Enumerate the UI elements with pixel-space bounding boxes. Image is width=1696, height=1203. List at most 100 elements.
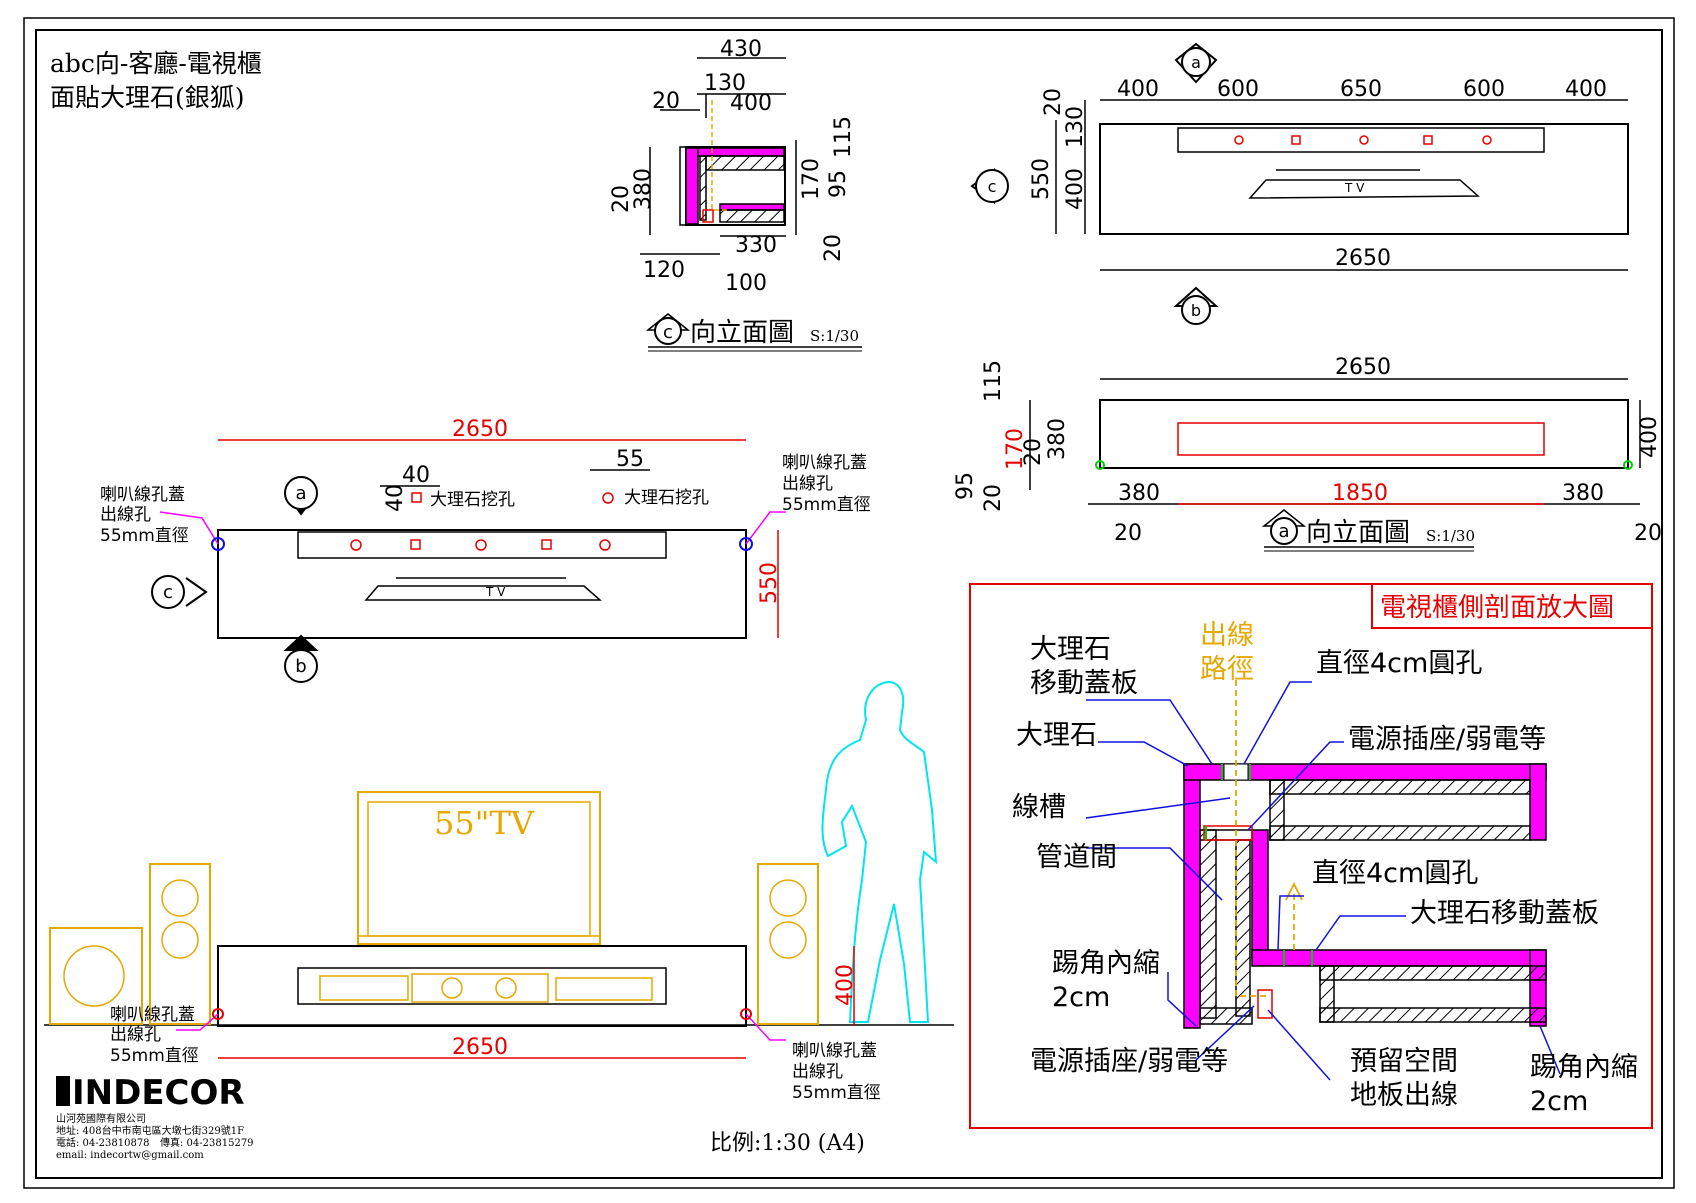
label-kick-right-2: 2cm — [1530, 1086, 1588, 1117]
label-kick-right-1: 踢角內縮 — [1530, 1052, 1638, 1083]
view-a-green-right — [1623, 460, 1633, 470]
logo-mark-icon — [56, 1076, 70, 1106]
dim-a-380b: 380 — [1562, 481, 1604, 506]
label-marble-cover-1: 大理石 — [1030, 634, 1111, 665]
speaker-right-woofer-1 — [769, 879, 807, 917]
company-email: email: indecortw@gmail.com — [56, 1150, 204, 1161]
plan-mark-bottom: b — [295, 656, 306, 677]
section-red-socket-top — [1203, 825, 1253, 841]
view-c-title-text: 向立面圖 — [690, 318, 794, 348]
label-groove: 線槽 — [1012, 792, 1066, 823]
section-wire-label-1: 出線 — [1200, 620, 1254, 651]
section-wire-arrow-icon — [1285, 881, 1303, 901]
leader-hole-top — [1243, 681, 1312, 765]
view-c-elevation — [640, 57, 797, 255]
label-reserve-1: 預留空間 — [1350, 1046, 1458, 1077]
plan-leader-right — [745, 511, 786, 545]
dim-a-2650: 2650 — [1335, 355, 1391, 380]
view-b-mark-left: c — [988, 177, 997, 196]
plan-tv-shape — [364, 585, 602, 601]
view-b-mark-bottom-circle-icon — [1181, 295, 1211, 325]
dim-20-top: 20 — [652, 89, 680, 114]
plan-mark-left: c — [163, 582, 173, 603]
elevation-speaker-right-2: 出線孔 — [792, 1062, 843, 1082]
plan-mark-left-circle-icon — [151, 575, 185, 609]
elevation-cabinet — [217, 945, 747, 1027]
plan-leader-left — [159, 511, 219, 545]
tv-frame — [357, 791, 601, 945]
plan-marks — [151, 476, 319, 683]
company-phone: 電話: 04-23810878 — [56, 1136, 150, 1149]
leader-reserve — [1267, 1009, 1331, 1081]
speaker-right — [757, 863, 819, 1025]
label-kick-left-1: 踢角內縮 — [1052, 948, 1160, 979]
av-player — [555, 977, 653, 1001]
plan-hole-legend-circle — [602, 492, 614, 504]
av-amp — [319, 975, 409, 1001]
plan-speaker-hole-left — [211, 537, 225, 551]
plan-mark-bottom-circle-icon — [284, 649, 318, 683]
dim-b-650: 650 — [1340, 77, 1382, 102]
dim-a-115: 115 — [981, 360, 1006, 402]
view-b-mark-left-circle-icon — [975, 169, 1009, 203]
view-a-title-mark: a — [1278, 521, 1289, 542]
leader-socket-bottom — [1195, 1005, 1255, 1061]
company-name: 山河苑國際有限公司 — [56, 1112, 146, 1125]
dim-b-400v: 400 — [1063, 168, 1088, 210]
elevation-speaker-left-1: 喇叭線孔蓋 — [110, 1005, 195, 1025]
plan-dim-2650: 2650 — [452, 417, 508, 442]
leader-kick-left — [1167, 972, 1197, 1027]
section-marble-inner — [1251, 829, 1269, 959]
dim-20-right: 20 — [821, 234, 846, 262]
section-hatch-top2 — [1269, 825, 1531, 841]
title-block: abc向-客廳-電視櫃 面貼大理石(銀狐) — [50, 49, 262, 112]
subwoofer-cone — [63, 945, 125, 1007]
view-c-title-mark: c — [663, 322, 673, 343]
dim-a-20b: 20 — [981, 484, 1006, 512]
plan-dim-40h: 40 — [402, 463, 430, 488]
view-a-cabinet — [1099, 399, 1629, 469]
plan-hole-legend-square — [411, 492, 422, 503]
view-a-green-left — [1095, 460, 1105, 470]
view-b-marks — [970, 42, 1219, 325]
view-b-tv-label: T V — [1344, 181, 1365, 195]
leader-hole-mid — [1277, 895, 1304, 951]
dim-a-400: 400 — [1637, 416, 1662, 458]
plan-mark-letters: a c b — [163, 483, 307, 677]
company-address: 地址: 408台中市南屯區大墩七街329號1F — [56, 1124, 244, 1137]
elevation-cabinet-opening — [297, 967, 667, 1005]
view-c-title: c 向立面圖 S:1/30 — [645, 313, 862, 352]
section-marble-right-top — [1529, 763, 1547, 841]
plan-hole-3 — [475, 539, 487, 551]
view-b-hole-4 — [1423, 135, 1433, 145]
section-hatch-bottom — [1319, 965, 1547, 981]
elevation-speaker-left-2: 出線孔 — [110, 1025, 161, 1045]
av-center-speaker — [411, 973, 549, 1003]
plan-mark-top: a — [295, 483, 306, 504]
person-silhouette — [821, 680, 938, 1023]
section-hatch-duct — [1235, 839, 1251, 1017]
elevation-leader-left — [176, 1013, 219, 1031]
front-elevation — [44, 680, 954, 1059]
plan-speaker-left-3: 55mm直徑 — [100, 526, 189, 546]
view-a-title-text: 向立面圖 — [1306, 518, 1410, 548]
plan-hole-label-b: 大理石挖孔 — [624, 488, 709, 508]
dim-115: 115 — [831, 116, 856, 158]
view-b-dims: 400 600 650 600 400 20 130 550 400 2650 … — [1029, 77, 1607, 271]
dim-170: 170 — [799, 158, 824, 200]
plan-hole-2 — [410, 539, 421, 550]
plan-speaker-right-1: 喇叭線孔蓋 — [782, 453, 867, 473]
plan-speaker-notes: 喇叭線孔蓋 出線孔 55mm直徑 喇叭線孔蓋 出線孔 55mm直徑 — [100, 453, 871, 546]
elevation-speaker-right-1: 喇叭線孔蓋 — [792, 1041, 877, 1061]
plan-mark-left-arrow-icon — [185, 577, 208, 607]
plan-drawer — [297, 531, 667, 559]
plan-view — [159, 439, 786, 639]
leader-marble — [1098, 741, 1189, 767]
label-hole-top: 直徑4cm圓孔 — [1316, 648, 1482, 679]
elevation-speaker-notes: 喇叭線孔蓋 出線孔 55mm直徑 喇叭線孔蓋 出線孔 55mm直徑 — [110, 1005, 881, 1103]
dim-a-95: 95 — [953, 472, 978, 500]
outer-border — [23, 17, 1675, 1189]
tv-label: 55"TV — [434, 804, 535, 842]
